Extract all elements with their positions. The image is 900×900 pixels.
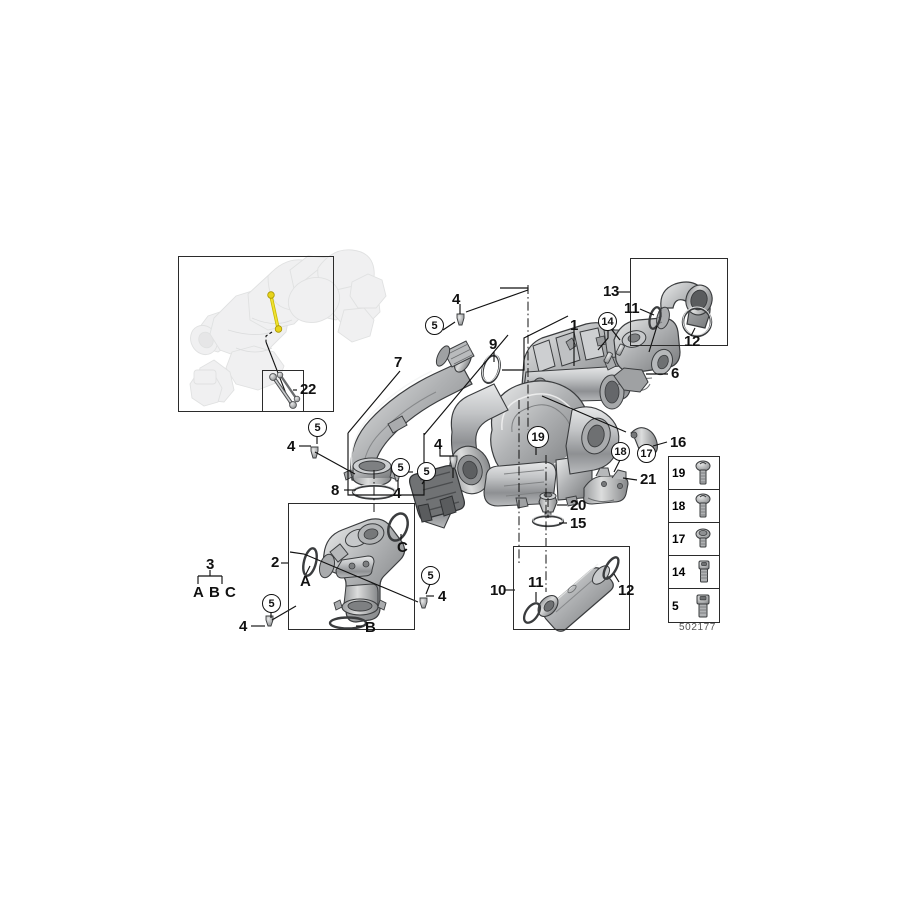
legend-number-5: 5 xyxy=(672,598,679,613)
callout-4-a: 4 xyxy=(452,291,461,308)
callout-circle-5-b: 5 xyxy=(308,418,327,437)
inset-turbo-overview xyxy=(178,256,334,412)
inset-pipe xyxy=(513,546,630,630)
pipe-lower-flange xyxy=(343,457,400,487)
callout-21: 21 xyxy=(640,471,657,488)
part-11-o-ring-pipe xyxy=(522,602,542,624)
actuator-rod-highlight xyxy=(267,291,283,333)
part-12-seal-pipe xyxy=(602,556,620,580)
callout-1: 1 xyxy=(570,317,579,334)
callout-7: 7 xyxy=(394,354,403,371)
legend-row-14: 14 xyxy=(669,556,719,589)
callout-8: 8 xyxy=(331,482,340,499)
legend-number-17: 17 xyxy=(672,532,686,546)
callout-12-pipe: 12 xyxy=(618,582,635,599)
legend-number-19: 19 xyxy=(672,466,686,480)
callout-4-f: 4 xyxy=(239,618,248,635)
inset-manifold xyxy=(288,503,415,630)
part-11-o-ring-elbow xyxy=(648,306,662,330)
callout-10: 10 xyxy=(490,582,507,599)
leader-lines xyxy=(197,287,696,627)
callout-6: 6 xyxy=(671,365,680,382)
part-14-screws xyxy=(603,343,625,364)
construction-lines xyxy=(373,285,549,592)
part-12-seal-elbow xyxy=(681,306,713,338)
part-8-gasket xyxy=(351,484,397,500)
callout-circle-5-a: 5 xyxy=(425,316,444,335)
legend-number-14: 14 xyxy=(672,565,686,579)
turbo-overview-ghost xyxy=(189,249,387,407)
callout-4-b: 4 xyxy=(287,438,296,455)
callout-4-c: 4 xyxy=(434,436,443,453)
part-4-bolts xyxy=(265,313,465,627)
socket-cap-screw-icon xyxy=(695,559,713,585)
inset-linkage xyxy=(262,370,304,412)
part-9-o-ring xyxy=(481,353,501,384)
callout-4-e: 4 xyxy=(438,588,447,605)
callout-circle-5-e: 5 xyxy=(421,566,440,585)
legend-row-17: 17 xyxy=(669,523,719,556)
callout-circle-17: 17 xyxy=(637,444,656,463)
callout-circle-5-d: 5 xyxy=(417,462,436,481)
part-2-manifold-variant xyxy=(319,518,406,623)
legend-row-18: 18 xyxy=(669,490,719,523)
diagram-id: 502177 xyxy=(679,622,716,633)
variant-letter-B: B xyxy=(365,619,376,636)
callout-13: 13 xyxy=(603,283,620,300)
callout-3: 3 xyxy=(206,556,215,573)
callout-circle-5-c: 5 xyxy=(391,458,410,477)
callout-4-d: 4 xyxy=(393,485,402,502)
bracket-letter-B: B xyxy=(209,584,220,601)
hex-flange-bolt-icon xyxy=(693,528,713,550)
callout-20: 20 xyxy=(570,497,587,514)
callout-2: 2 xyxy=(271,554,280,571)
gasket-C xyxy=(387,512,409,542)
flange-bolt-icon xyxy=(693,493,713,519)
part-21-heat-shield xyxy=(583,467,629,505)
legend-number-18: 18 xyxy=(672,499,686,513)
callout-circle-19: 19 xyxy=(527,426,549,448)
legend-row-5: 5 xyxy=(669,589,719,622)
bracket-letter-A: A xyxy=(193,584,204,601)
callout-12-elbow: 12 xyxy=(684,333,701,350)
callout-circle-5-f: 5 xyxy=(262,594,281,613)
gasket-A xyxy=(302,547,318,577)
callout-circle-18: 18 xyxy=(611,442,630,461)
part-7-charge-air-pipe xyxy=(343,340,475,487)
legend-row-19: 19 xyxy=(669,457,719,490)
variant-letter-C: C xyxy=(397,539,408,556)
bracket-letter-C: C xyxy=(225,584,236,601)
gasket-B xyxy=(328,616,368,630)
callout-circle-14: 14 xyxy=(598,312,617,331)
flange-bolt-icon xyxy=(693,460,713,486)
part-22-actuator-rod xyxy=(269,371,301,409)
callout-9: 9 xyxy=(489,336,498,353)
callout-11-pipe: 11 xyxy=(528,574,544,591)
pipe-upper-connector xyxy=(435,340,475,373)
socket-cap-screw-icon xyxy=(693,593,713,619)
callout-15: 15 xyxy=(570,515,587,532)
callout-11-elbow: 11 xyxy=(624,300,640,317)
callout-16: 16 xyxy=(670,434,687,451)
variant-letter-A: A xyxy=(300,573,311,590)
inset-elbow xyxy=(630,258,728,346)
fastener-legend: 19 18 17 xyxy=(668,456,720,623)
callout-22: 22 xyxy=(300,381,317,398)
part-10-connecting-pipe xyxy=(537,563,614,632)
